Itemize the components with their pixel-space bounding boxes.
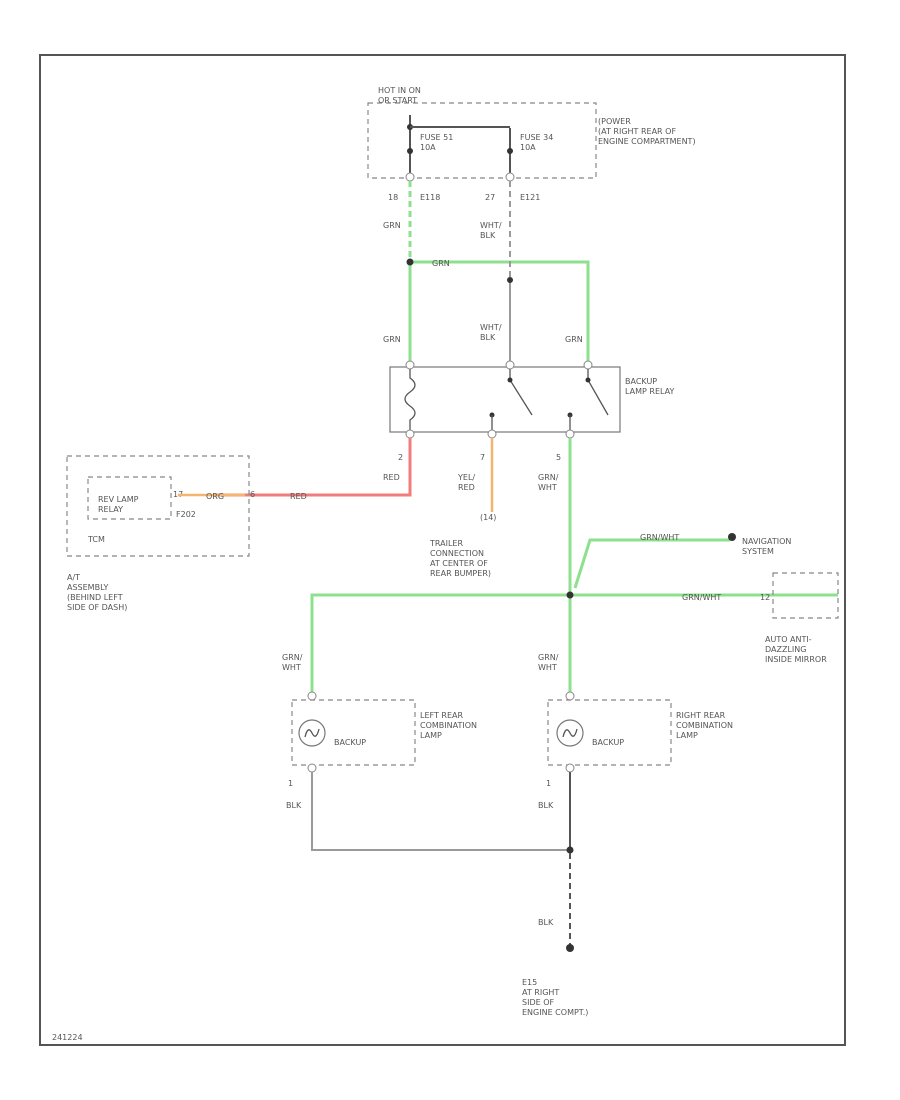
relay-switch-1-arm bbox=[509, 379, 533, 416]
tcm-name: TCM bbox=[87, 535, 105, 544]
relay-switch-2-pivot bbox=[585, 377, 591, 383]
connector-e121-pin bbox=[505, 172, 515, 182]
grn-wht-horizontal-wire bbox=[310, 593, 838, 692]
left-lamp-pin-bottom bbox=[307, 763, 317, 773]
grn-wht-label-left: GRN/WHT bbox=[282, 653, 303, 672]
diagram-frame bbox=[39, 54, 846, 1046]
right-lamp-box bbox=[547, 699, 672, 766]
relay-pin-5-label: 5 bbox=[556, 453, 561, 462]
e118-label: E118 bbox=[420, 193, 440, 202]
relay-pin-5 bbox=[565, 429, 575, 439]
tcm-box bbox=[66, 455, 250, 557]
relay-pin-2-label: 2 bbox=[398, 453, 403, 462]
fuse-51-dot-bottom bbox=[407, 148, 413, 154]
relay-switch-1-pivot bbox=[507, 377, 513, 383]
connector-e118-pin bbox=[405, 172, 415, 182]
red-inline-label: RED bbox=[290, 492, 307, 501]
e121-pin: 27 bbox=[485, 193, 495, 202]
wht-blk-label-2: WHT/BLK bbox=[480, 323, 502, 342]
right-bulb-filament bbox=[562, 728, 578, 738]
relay-pin-6 bbox=[583, 360, 593, 370]
grn-wht-label-1: GRN/WHT bbox=[538, 473, 559, 492]
relay-switch-2-arm bbox=[587, 379, 609, 416]
nav-wire-label: GRN/WHT bbox=[640, 533, 679, 542]
left-lamp-pin-top bbox=[307, 691, 317, 701]
right-bulb-label: BACKUP bbox=[592, 738, 624, 747]
right-lamp-pin-top bbox=[565, 691, 575, 701]
splice-wht-blk bbox=[507, 277, 513, 283]
tcm-connector: F202 bbox=[176, 510, 196, 519]
blk-label-right: BLK bbox=[538, 801, 554, 810]
relay-pin-3 bbox=[505, 360, 515, 370]
left-lamp-pin: 1 bbox=[288, 779, 293, 788]
grn-inline-label: GRN bbox=[432, 259, 450, 268]
relay-pin-2 bbox=[405, 429, 415, 439]
org-label: ORG bbox=[206, 492, 224, 501]
red-wire bbox=[215, 438, 412, 497]
relay-pin-7 bbox=[487, 429, 497, 439]
blk-label-left: BLK bbox=[286, 801, 302, 810]
splice-grn bbox=[406, 258, 414, 266]
wht-blk-label-1: WHT/BLK bbox=[480, 221, 502, 240]
mirror-wire-label: GRN/WHT bbox=[682, 593, 721, 602]
ipdm-box bbox=[367, 102, 597, 179]
tcm-pin-r: 6 bbox=[250, 490, 255, 499]
mirror-pin: 12 bbox=[760, 593, 770, 602]
splice-grn-wht bbox=[566, 591, 574, 599]
fuse-34-dot bbox=[507, 148, 513, 154]
grn-label-2: GRN bbox=[383, 335, 401, 344]
right-lamp-pin: 1 bbox=[546, 779, 551, 788]
right-lamp-pin-bottom bbox=[565, 763, 575, 773]
splice-ground bbox=[566, 846, 574, 854]
yel-red-label: YEL/RED bbox=[457, 473, 475, 492]
grn-wire-to-relay-right bbox=[410, 260, 590, 362]
nav-terminal bbox=[728, 533, 736, 541]
grn-label-1: GRN bbox=[383, 221, 401, 230]
ground-terminal bbox=[566, 944, 574, 952]
relay-pin-7-label: 7 bbox=[480, 453, 485, 462]
trailer-pin: (14) bbox=[480, 513, 496, 522]
left-bulb-filament bbox=[304, 728, 320, 738]
backup-lamp-relay-box bbox=[389, 366, 621, 433]
red-label: RED bbox=[383, 473, 400, 482]
e118-pin: 18 bbox=[388, 193, 398, 202]
blk-label-ground: BLK bbox=[538, 918, 554, 927]
left-ground-wire bbox=[311, 772, 570, 851]
relay-coil bbox=[404, 369, 416, 432]
left-bulb-label: BACKUP bbox=[334, 738, 366, 747]
e121-label: E121 bbox=[520, 193, 540, 202]
nav-wire bbox=[573, 538, 730, 589]
grn-label-3: GRN bbox=[565, 335, 583, 344]
rev-lamp-relay-box bbox=[87, 476, 172, 520]
relay-pin-1 bbox=[405, 360, 415, 370]
left-lamp-box bbox=[291, 699, 416, 766]
grn-wht-label-right: GRN/WHT bbox=[538, 653, 559, 672]
footer-code: 241224 bbox=[52, 1033, 83, 1042]
